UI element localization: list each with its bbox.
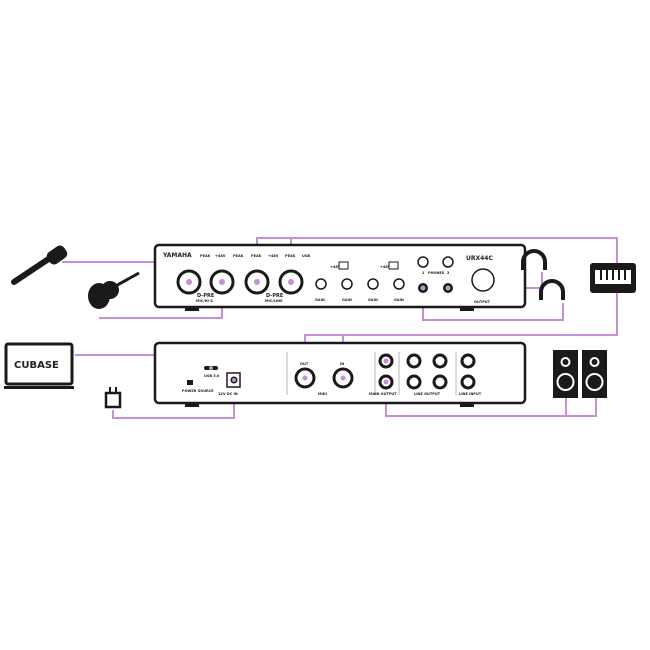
front-panel: YAMAHA PEAK +48V PEAK PEAK +48V PEAK USB…	[153, 243, 527, 311]
line-input-2[interactable]	[460, 374, 476, 390]
headphones-icon	[521, 249, 565, 300]
output-knob[interactable]	[471, 268, 495, 292]
dc-in-label: 12V DC IN	[218, 392, 238, 396]
gain-label-2: GAIN	[342, 298, 352, 302]
gain-knob-4[interactable]	[393, 278, 405, 290]
microphone-icon	[11, 245, 68, 285]
power-source-switch[interactable]	[187, 380, 193, 385]
gain-knob-2[interactable]	[341, 278, 353, 290]
main-output-label: MAIN OUTPUT	[369, 392, 397, 396]
guitar-icon	[88, 271, 140, 309]
line-output-1[interactable]	[406, 353, 422, 369]
phantom-switch-label-2: +48V	[380, 265, 391, 269]
output-label: OUTPUT	[474, 300, 491, 304]
gain-label-4: GAIN	[394, 298, 404, 302]
power-plug-icon	[104, 387, 122, 409]
line-input-label: LINE INPUT	[459, 392, 482, 396]
peak-label-2: PEAK	[233, 254, 244, 258]
phones-knob-2[interactable]	[442, 256, 454, 268]
phones-2-label: 2	[447, 271, 450, 275]
phantom-switch-2[interactable]	[388, 261, 399, 270]
dpre-label-1: D-PRE	[197, 293, 215, 299]
midi-label: MIDI	[318, 392, 327, 396]
model-label: URX44C	[466, 255, 493, 262]
brand-logo: YAMAHA	[162, 252, 192, 259]
gain-knob-1[interactable]	[315, 278, 327, 290]
mic-hiz-label: MIC/HI-Z	[196, 299, 213, 303]
line-output-2[interactable]	[406, 374, 422, 390]
peak-label-3: PEAK	[251, 254, 262, 258]
usb-led-label: USB	[302, 254, 310, 258]
speaker-icon	[553, 350, 607, 398]
gain-label-1: GAIN	[315, 298, 325, 302]
usb-label: USB 3.0	[204, 374, 220, 378]
phones-label: PHONES	[428, 271, 445, 275]
power-source-label: POWER SOURCE	[182, 389, 214, 393]
line-input-1[interactable]	[460, 353, 476, 369]
peak-label-4: PEAK	[285, 254, 296, 258]
line-output-4[interactable]	[432, 374, 448, 390]
midi-out-label: OUT	[300, 362, 309, 366]
line-output-label: LINE OUTPUT	[414, 392, 441, 396]
midi-keyboard-icon	[590, 263, 636, 293]
phones-knob-1[interactable]	[417, 256, 429, 268]
phantom-switch-label-1: +48V	[330, 265, 341, 269]
phantom-label-1: +48V	[215, 254, 226, 258]
dpre-label-2: D-PRE	[266, 293, 284, 299]
line-output-3[interactable]	[432, 353, 448, 369]
mic-line-label: MIC/LINE	[265, 299, 283, 303]
cubase-label: CUBASE	[14, 360, 59, 371]
rear-panel: USB 3.0 POWER SOURCE 12V DC IN OUT IN MI…	[153, 341, 527, 407]
phantom-label-2: +48V	[268, 254, 279, 258]
phones-1-label: 1	[422, 271, 425, 275]
phantom-switch-1[interactable]	[338, 261, 349, 270]
peak-label-1: PEAK	[200, 254, 211, 258]
laptop-icon: CUBASE	[4, 342, 74, 389]
gain-label-3: GAIN	[368, 298, 378, 302]
gain-knob-3[interactable]	[367, 278, 379, 290]
midi-in-label: IN	[340, 362, 344, 366]
